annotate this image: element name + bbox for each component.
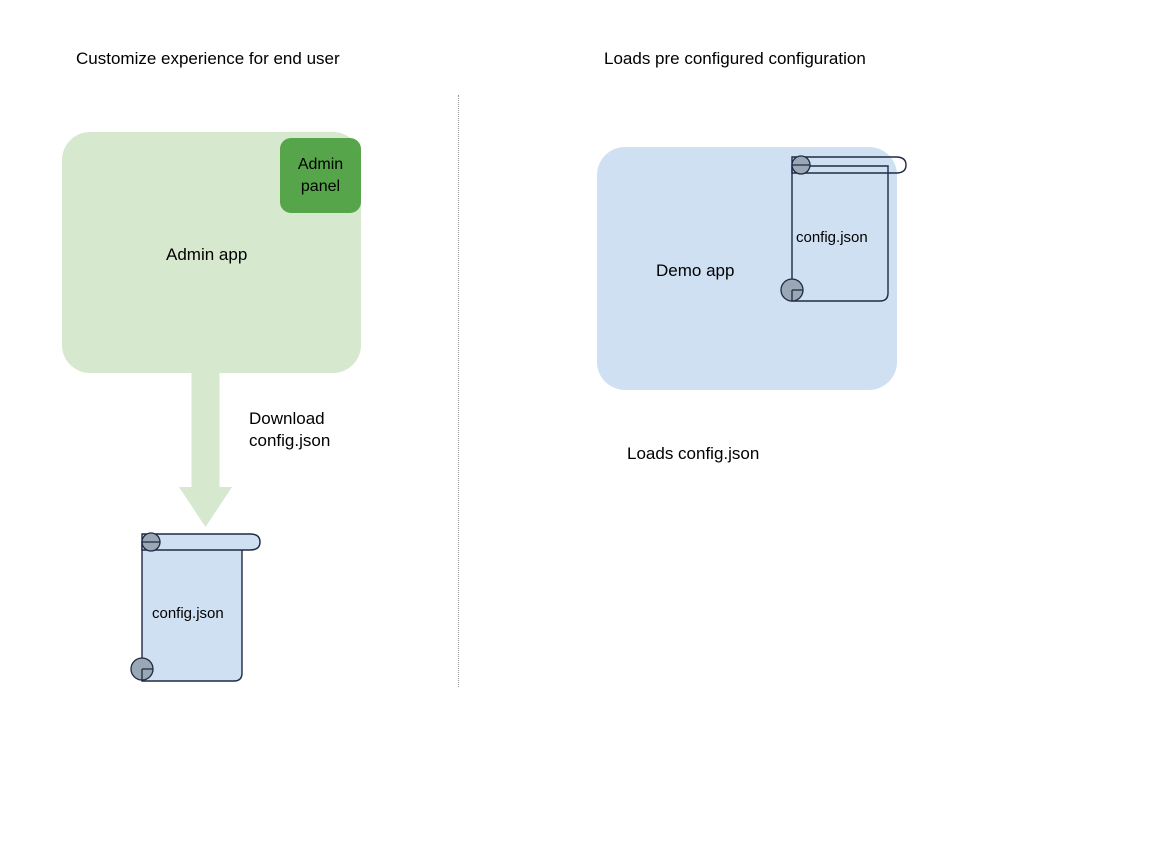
loads-config-caption: Loads config.json <box>627 444 760 463</box>
demo-app-container <box>597 147 897 390</box>
config-json-label-left: config.json <box>152 605 224 622</box>
download-caption-line-1: Download <box>249 409 325 428</box>
download-caption-line-2: config.json <box>249 431 331 450</box>
right-section-title: Loads pre configured configuration <box>604 49 866 68</box>
admin-panel-line-1: Admin <box>297 155 344 173</box>
down-arrow-icon <box>179 370 232 527</box>
admin-app-label: Admin app <box>166 245 248 264</box>
config-json-document-right <box>780 155 907 302</box>
admin-panel-text: Admin panel <box>298 154 343 198</box>
config-json-label-right: config.json <box>796 229 868 246</box>
config-json-document-left <box>130 532 261 682</box>
download-arrow-caption: Download config.json <box>249 408 330 452</box>
demo-app-label: Demo app <box>656 261 735 280</box>
vertical-dotted-divider <box>458 95 459 687</box>
admin-panel-chip[interactable]: Admin panel <box>280 138 361 213</box>
left-section-title: Customize experience for end user <box>76 49 340 68</box>
admin-panel-line-2: panel <box>300 177 341 195</box>
